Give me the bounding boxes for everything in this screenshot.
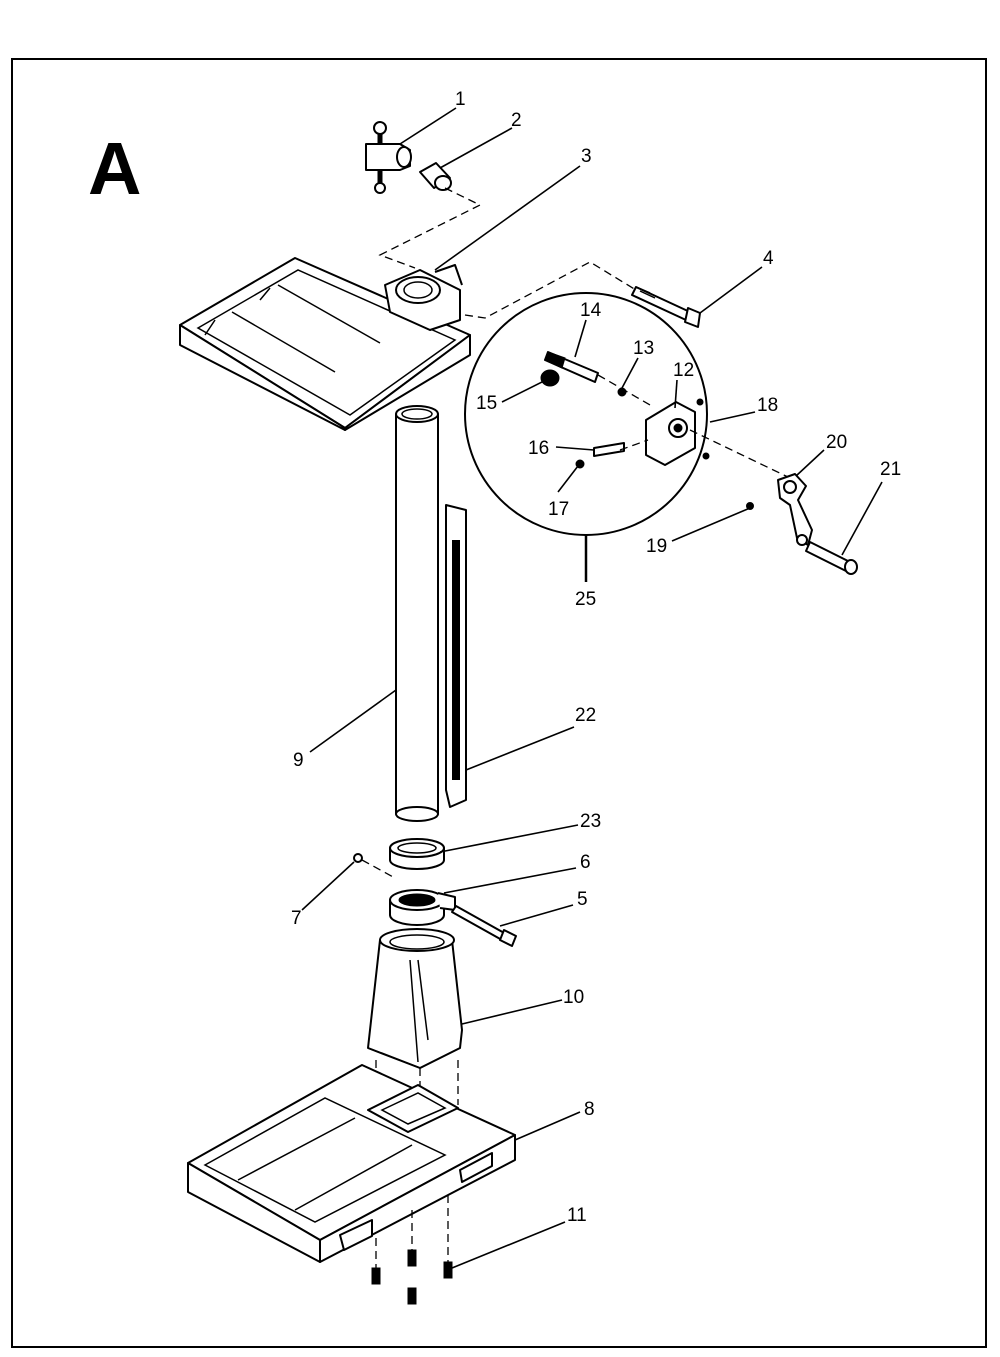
- part-22-rack: [445, 504, 467, 808]
- part-16-pin: [593, 442, 625, 457]
- part-1-lock-handle: [365, 121, 412, 194]
- work-table: [179, 257, 471, 431]
- part-4-bolt: [631, 286, 701, 328]
- detail-circle-25: [464, 292, 710, 582]
- part-15-gear: [540, 369, 560, 387]
- callout-10: 10: [563, 987, 584, 1008]
- part-10-flange: [367, 928, 463, 1069]
- callout-18: 18: [757, 395, 778, 416]
- part-2-sleeve: [419, 162, 452, 191]
- callout-6: 6: [580, 852, 591, 873]
- leader-lines: [301, 107, 883, 1269]
- part-9-column: [395, 405, 439, 822]
- callout-7: 7: [291, 908, 302, 929]
- callout-3: 3: [581, 146, 592, 167]
- callout-5: 5: [577, 889, 588, 910]
- part-7-setscrew: [353, 853, 363, 863]
- part-5-bolt: [451, 905, 517, 947]
- callout-25: 25: [575, 589, 596, 610]
- callout-4: 4: [763, 248, 774, 269]
- callout-9: 9: [293, 750, 304, 771]
- callout-21: 21: [880, 459, 901, 480]
- callout-8: 8: [584, 1099, 595, 1120]
- diagram-border: [11, 58, 987, 1348]
- callout-20: 20: [826, 432, 847, 453]
- callout-19: 19: [646, 536, 667, 557]
- part-11-screws: [371, 1195, 453, 1305]
- assembly-line-7: [361, 859, 396, 879]
- callout-23: 23: [580, 811, 601, 832]
- callout-17: 17: [548, 499, 569, 520]
- figure-letter: A: [88, 127, 142, 210]
- callout-numbers: 1 2 3 4 5 6 7 8 9 10 11 12 13 14 15 16 1…: [291, 89, 901, 1226]
- assembly-line-4: [464, 261, 637, 319]
- callout-16: 16: [528, 438, 549, 459]
- callout-14: 14: [580, 300, 602, 321]
- assembly-line-20: [689, 429, 791, 479]
- callout-15: 15: [476, 393, 497, 414]
- part-23-ring: [389, 838, 445, 870]
- callout-22: 22: [575, 705, 596, 726]
- part-21-handle: [805, 541, 858, 575]
- assembly-line-1: [378, 187, 482, 269]
- part-20-crank: [777, 473, 813, 546]
- callout-11: 11: [567, 1205, 587, 1226]
- callout-1: 1: [455, 89, 466, 110]
- part-19-setscrew: [746, 502, 754, 510]
- callout-13: 13: [633, 338, 654, 359]
- part-6-collar: [389, 889, 456, 926]
- part-8-base: [187, 1064, 516, 1263]
- callout-2: 2: [511, 110, 522, 131]
- callout-12: 12: [673, 360, 694, 381]
